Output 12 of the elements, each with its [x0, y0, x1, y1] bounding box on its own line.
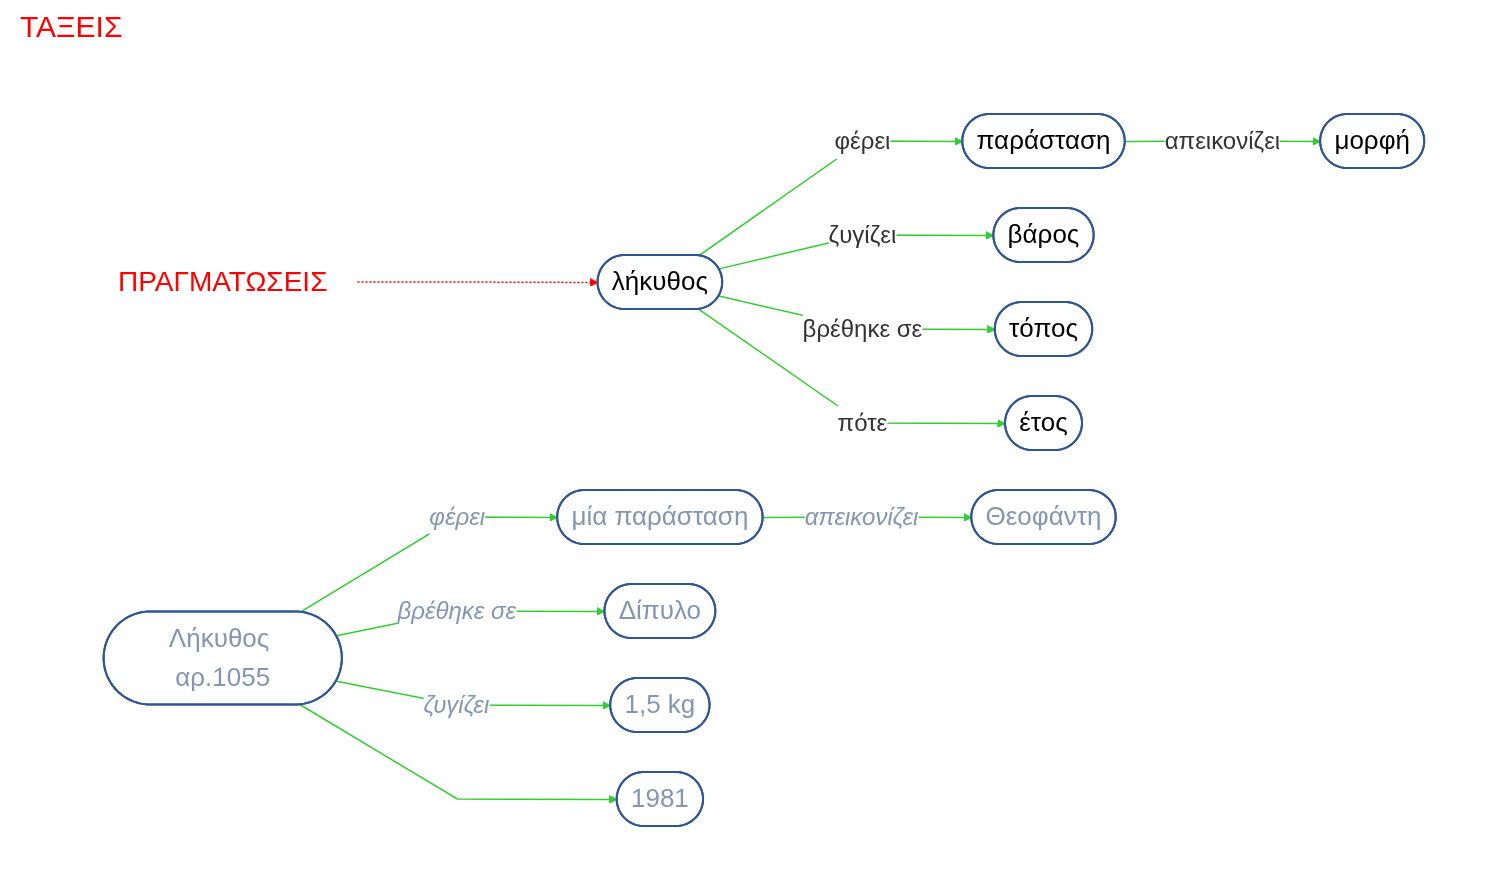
edge-label: βρέθηκε σε — [397, 596, 516, 624]
edge-label: απεικονίζει — [1164, 127, 1281, 154]
section-heading: ΤΑΞΕΙΣ — [20, 10, 123, 44]
edge-label: φέρει — [429, 502, 486, 530]
edge-label: βρέθηκε σε — [802, 315, 923, 342]
edge-label: απεικονίζει — [804, 502, 919, 530]
edge-label: πότε — [837, 408, 888, 436]
edge-label: φέρει — [834, 127, 891, 154]
edge-label: ζυγίζει — [423, 690, 490, 718]
edge-label: ζυγίζει — [828, 221, 897, 248]
arrow — [698, 308, 1006, 428]
node-text: ΠΡΑΓΜΑΤΩΣΕΙΣ — [117, 266, 328, 297]
